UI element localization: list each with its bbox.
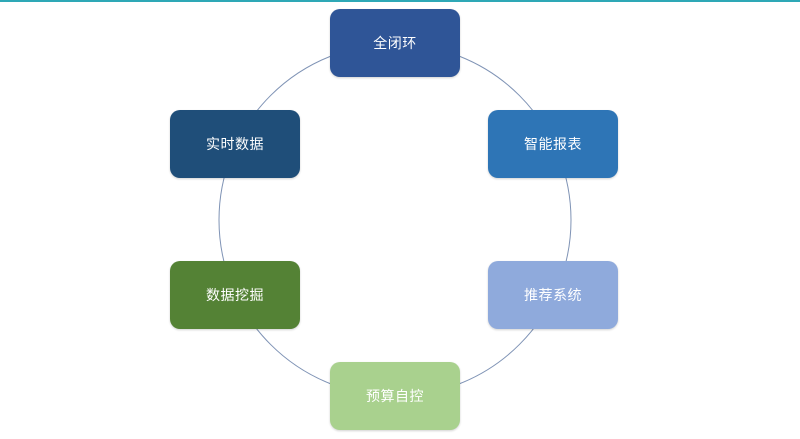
node-full-closed-loop[interactable]: 全闭环 [330, 9, 460, 77]
node-label: 推荐系统 [524, 288, 582, 304]
cycle-ring-circle [218, 43, 572, 397]
node-label: 预算自控 [366, 389, 424, 405]
node-label: 实时数据 [206, 137, 264, 153]
node-label: 全闭环 [373, 36, 417, 52]
top-accent-line [0, 0, 800, 2]
node-realtime-data[interactable]: 实时数据 [170, 110, 300, 178]
node-label: 数据挖掘 [206, 288, 264, 304]
node-label: 智能报表 [524, 137, 582, 153]
node-data-mining[interactable]: 数据挖掘 [170, 261, 300, 329]
node-smart-reports[interactable]: 智能报表 [488, 110, 618, 178]
node-recommendation-system[interactable]: 推荐系统 [488, 261, 618, 329]
node-budget-self-control[interactable]: 预算自控 [330, 362, 460, 430]
